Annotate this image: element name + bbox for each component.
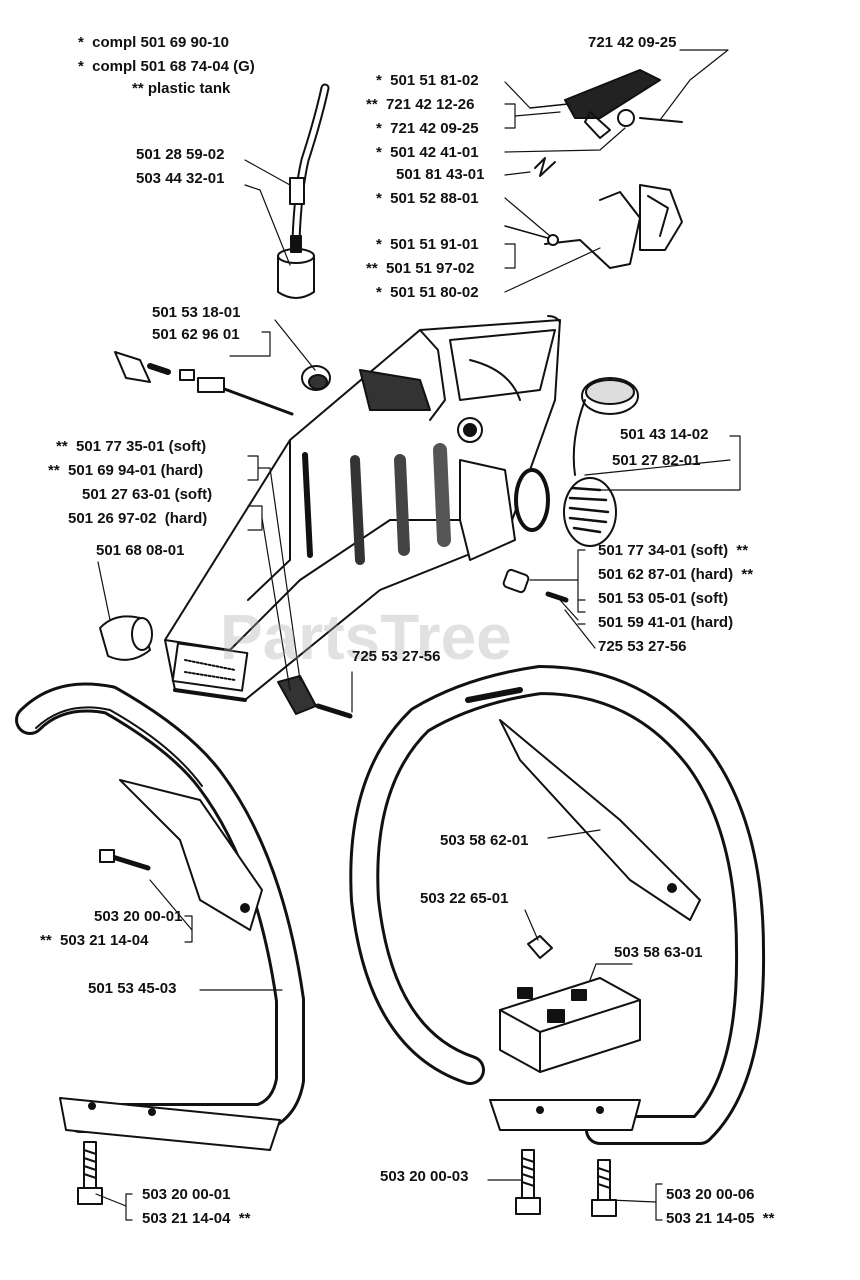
part-label: 501 53 45-03 bbox=[88, 980, 177, 997]
fuel-filter bbox=[277, 235, 315, 299]
fuel-hose bbox=[289, 83, 330, 245]
part-label: * 501 51 81-02 bbox=[376, 72, 479, 89]
part-label: 503 44 32-01 bbox=[136, 170, 225, 187]
part-label: 501 43 14-02 bbox=[620, 426, 709, 443]
part-label: ** 721 42 12-26 bbox=[366, 96, 475, 113]
part-label: 503 20 00-01 bbox=[142, 1186, 231, 1203]
part-label: 503 20 00-06 bbox=[666, 1186, 755, 1203]
tank-cap bbox=[572, 377, 639, 476]
part-label: 503 58 63-01 bbox=[614, 944, 703, 961]
tank-housing bbox=[164, 315, 561, 702]
part-label: 501 26 97-02 (hard) bbox=[68, 510, 208, 527]
buffer-right bbox=[502, 568, 569, 603]
header-note-compl-2: * compl 501 68 74-04 (G) bbox=[78, 58, 255, 75]
part-label: 501 68 08-01 bbox=[96, 542, 185, 559]
part-label: 501 27 63-01 (soft) bbox=[82, 486, 213, 503]
part-label: ** 501 69 94-01 (hard) bbox=[48, 462, 204, 479]
watermark: PartsTree bbox=[220, 601, 512, 673]
vibration-damper bbox=[277, 675, 353, 719]
mount-bracket bbox=[499, 935, 641, 1073]
header-note-compl-1: * compl 501 69 90-10 bbox=[78, 34, 229, 51]
part-label: ** 503 21 14-04 bbox=[40, 932, 149, 949]
oil-cap bbox=[563, 477, 617, 547]
part-label: 501 28 59-02 bbox=[136, 146, 225, 163]
rubber-buffer bbox=[99, 615, 153, 661]
part-label: 503 21 14-04 ** bbox=[142, 1210, 251, 1227]
bolt-center-bottom bbox=[515, 1149, 541, 1215]
part-label: 501 27 82-01 bbox=[612, 452, 701, 469]
part-label: 501 53 05-01 (soft) bbox=[598, 590, 729, 607]
part-label: ** 501 77 35-01 (soft) bbox=[56, 438, 207, 455]
part-label: * 501 52 88-01 bbox=[376, 190, 479, 207]
part-label: * 501 51 91-01 bbox=[376, 236, 479, 253]
part-label: 501 81 43-01 bbox=[396, 166, 485, 183]
part-label: 503 20 00-01 bbox=[94, 908, 183, 925]
rubber-bushing-top bbox=[301, 365, 331, 391]
o-ring bbox=[514, 468, 550, 532]
part-label: * 721 42 09-25 bbox=[376, 120, 479, 137]
part-label: 501 62 87-01 (hard) ** bbox=[598, 566, 754, 583]
part-label: * 501 42 41-01 bbox=[376, 144, 479, 161]
part-label: 501 53 18-01 bbox=[152, 304, 241, 321]
part-label: 725 53 27-56 bbox=[598, 638, 687, 655]
bolt-right-bottom bbox=[591, 1159, 617, 1217]
front-handlebar bbox=[349, 665, 766, 1145]
leader-lines bbox=[95, 49, 741, 1221]
part-label: 503 58 62-01 bbox=[440, 832, 529, 849]
part-label: 503 21 14-05 ** bbox=[666, 1210, 775, 1227]
bolt-left-bottom bbox=[77, 1141, 103, 1205]
part-label: 503 20 00-03 bbox=[380, 1168, 469, 1185]
adjuster-screws bbox=[114, 351, 294, 416]
part-label: * 501 51 80-02 bbox=[376, 284, 479, 301]
spring-clip bbox=[534, 157, 556, 177]
header-note-plastic-tank: ** plastic tank bbox=[132, 80, 231, 97]
part-label: 501 59 41-01 (hard) bbox=[598, 614, 734, 631]
part-label: 503 22 65-01 bbox=[420, 890, 509, 907]
rear-handle bbox=[15, 682, 305, 1151]
part-label: 501 62 96 01 bbox=[152, 326, 240, 343]
part-label: ** 501 51 97-02 bbox=[366, 260, 475, 277]
handle-screw-left bbox=[99, 849, 151, 871]
part-label: 721 42 09-25 bbox=[588, 34, 677, 51]
part-label: 725 53 27-56 bbox=[352, 648, 441, 665]
choke-lever bbox=[504, 184, 683, 269]
throttle-trigger bbox=[529, 69, 683, 139]
part-label: 501 77 34-01 (soft) ** bbox=[598, 542, 749, 559]
